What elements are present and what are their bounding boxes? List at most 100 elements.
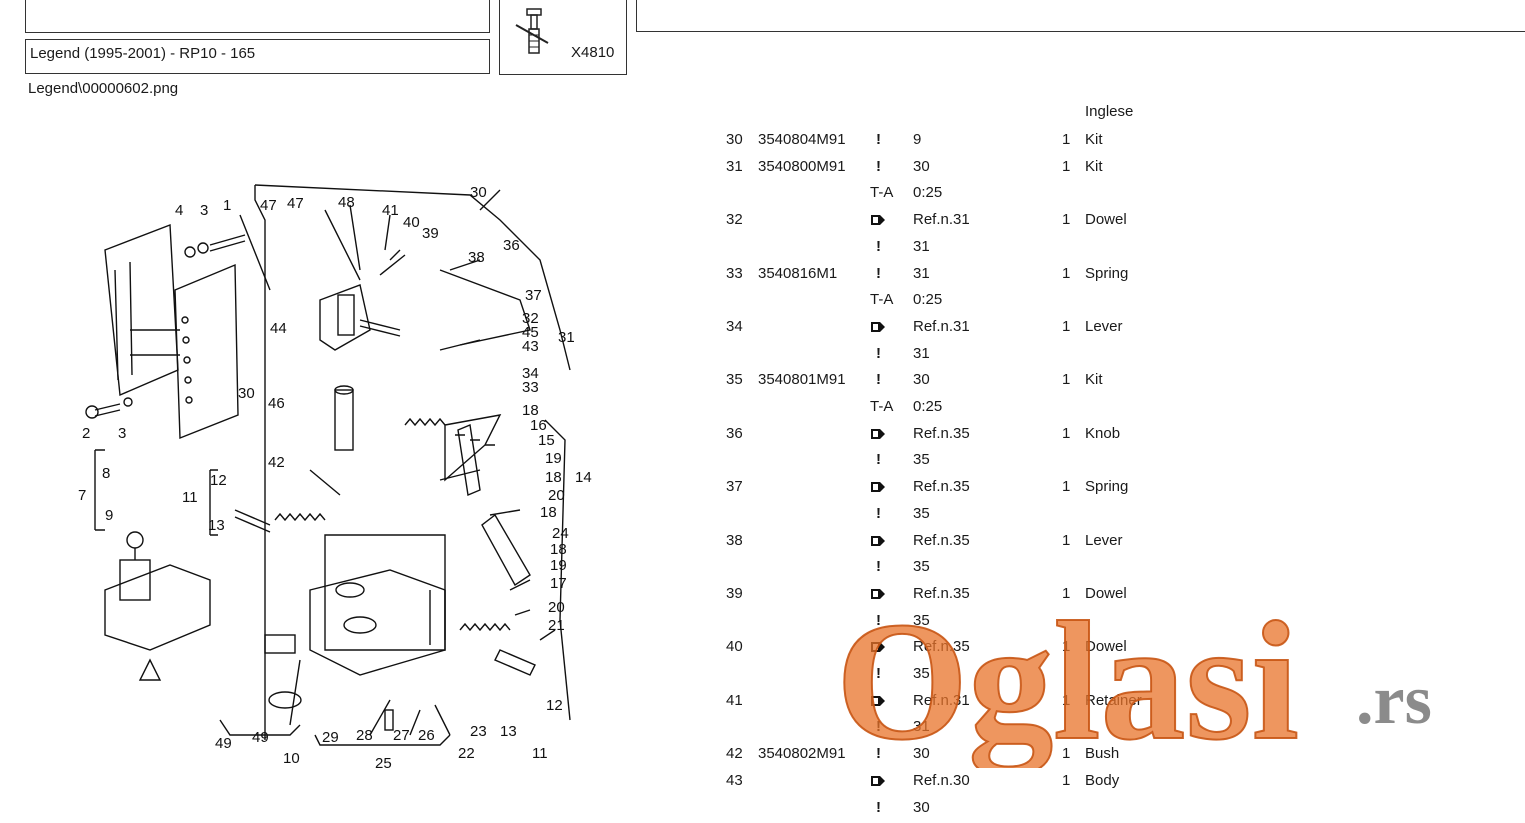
indicator: !: [876, 264, 881, 282]
description: Body: [1085, 771, 1120, 789]
indicator: T-A: [870, 291, 894, 309]
part-icon-box: [499, 0, 627, 75]
svg-text:48: 48: [338, 194, 355, 211]
position-number: 36: [726, 424, 743, 442]
svg-text:21: 21: [548, 617, 565, 634]
svg-text:47: 47: [287, 195, 304, 212]
reference: Ref.n.35: [913, 424, 970, 442]
indicator: [870, 211, 886, 228]
position-number: 38: [726, 531, 743, 549]
indicator: !: [876, 745, 881, 763]
indicator: T-A: [870, 184, 894, 202]
quantity: 1: [1062, 531, 1071, 549]
quantity: 1: [1062, 771, 1071, 789]
svg-text:4: 4: [175, 202, 183, 219]
svg-text:34: 34: [522, 365, 539, 382]
reference: 0:25: [913, 291, 943, 309]
svg-text:39: 39: [422, 225, 439, 242]
indicator: !: [876, 371, 881, 389]
svg-text:Oglasi: Oglasi: [836, 598, 1299, 768]
indicator: !: [876, 504, 881, 522]
table-row: !35: [0, 558, 1525, 582]
svg-text:29: 29: [322, 729, 339, 746]
svg-text:42: 42: [268, 454, 285, 471]
svg-text:1: 1: [223, 197, 231, 214]
reference: 30: [913, 157, 930, 175]
svg-text:44: 44: [270, 320, 287, 337]
indicator: [870, 532, 886, 549]
table-row: !30: [0, 799, 1525, 823]
reference: 35: [913, 611, 930, 629]
quantity: 1: [1062, 264, 1071, 282]
quantity: 1: [1062, 131, 1071, 148]
part-number: 3540816M1: [758, 264, 838, 282]
quantity: 1: [1062, 157, 1071, 175]
quantity: 1: [1062, 424, 1071, 442]
svg-text:3: 3: [118, 425, 126, 442]
reference: Ref.n.31: [913, 691, 970, 709]
svg-text:13: 13: [208, 517, 225, 534]
position-number: 30: [726, 131, 743, 148]
svg-text:12: 12: [546, 697, 563, 714]
svg-text:37: 37: [525, 287, 542, 304]
svg-text:19: 19: [545, 450, 562, 467]
svg-text:.rs: .rs: [1356, 662, 1432, 739]
svg-text:24: 24: [552, 525, 569, 542]
svg-text:26: 26: [418, 727, 435, 744]
quantity: 1: [1062, 638, 1071, 656]
quantity: 1: [1062, 691, 1071, 709]
reference-pointer-icon: [871, 588, 885, 599]
table-row: !31: [0, 345, 1525, 369]
table-row: !35: [0, 612, 1525, 636]
indicator: !: [876, 451, 881, 469]
svg-text:17: 17: [550, 575, 567, 592]
oglasi-watermark: Oglasi .rs: [836, 598, 1432, 768]
table-row: ! 35: [0, 505, 1525, 529]
reference-pointer-icon: [871, 695, 885, 706]
reference: 30: [913, 371, 930, 389]
svg-text:32: 32: [522, 310, 539, 327]
position-number: 43: [726, 771, 743, 789]
table-row: !35: [0, 665, 1525, 689]
exploded-parts-diagram: 4 3 1 2 3 8 7 9 11 12 13 47 47 48 41 40 …: [78, 184, 592, 772]
svg-text:31: 31: [558, 329, 575, 346]
description: Kit: [1085, 371, 1103, 389]
svg-text:49: 49: [215, 735, 232, 752]
reference: 35: [913, 665, 930, 682]
file-path: Legend\00000602.png: [28, 80, 179, 97]
svg-text:36: 36: [503, 237, 520, 254]
part-number: 3540804M91: [758, 131, 846, 148]
reference: 31: [913, 344, 930, 362]
reference: 35: [913, 451, 930, 469]
indicator: [870, 638, 886, 655]
indicator: !: [876, 798, 881, 816]
language-column-header: Inglese: [1085, 103, 1134, 120]
description: Dowel: [1085, 584, 1127, 602]
reference: 35: [913, 504, 930, 522]
table-row: !31: [0, 238, 1525, 262]
part-number: 3540800M91: [758, 157, 846, 175]
reference-pointer-icon: [871, 642, 885, 653]
description: Bush: [1085, 745, 1120, 763]
svg-text:9: 9: [105, 507, 113, 524]
reference-pointer-icon: [871, 482, 885, 493]
model-title: Legend (1995-2001) - RP10 - 165: [25, 39, 490, 74]
svg-text:47: 47: [260, 197, 277, 214]
reference: 31: [913, 264, 930, 282]
description: Dowel: [1085, 211, 1127, 229]
reference-pointer-icon: [871, 535, 885, 546]
description: Kit: [1085, 157, 1103, 175]
indicator: !: [876, 718, 881, 736]
svg-text:10: 10: [283, 750, 300, 767]
svg-text:38: 38: [468, 249, 485, 266]
table-row: !31: [0, 718, 1525, 742]
